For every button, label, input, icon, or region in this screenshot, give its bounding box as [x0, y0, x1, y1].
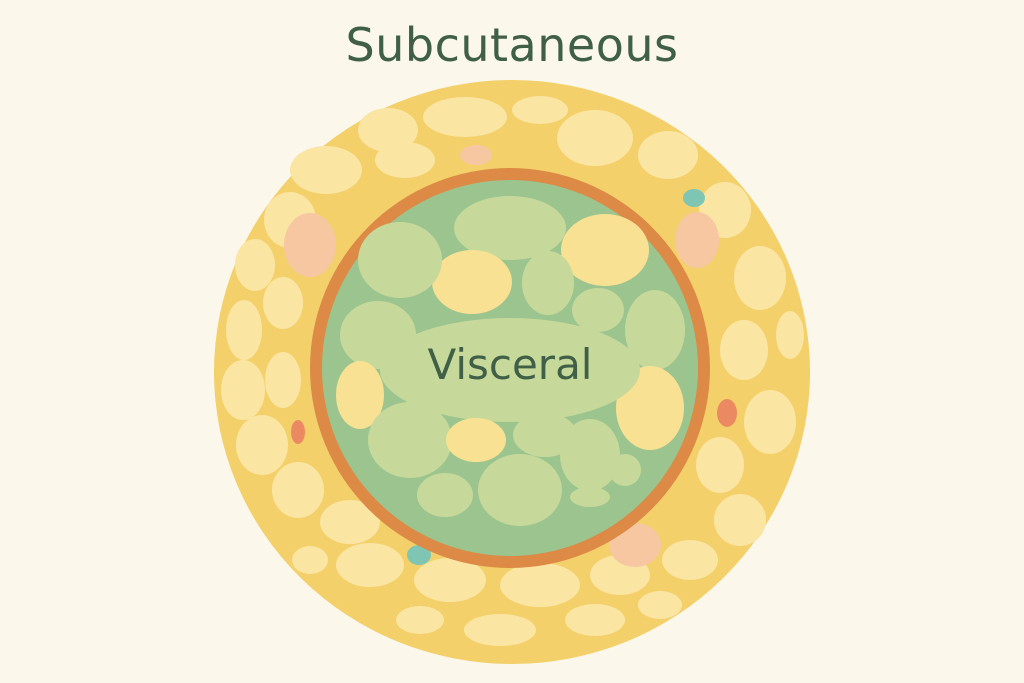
- accent-cell: [291, 420, 305, 444]
- subcutaneous-cells: [221, 96, 804, 646]
- visceral-cells: [336, 196, 685, 526]
- accent-cell: [460, 145, 492, 165]
- accent-cell: [407, 545, 431, 565]
- subcutaneous-label: Subcutaneous: [345, 18, 679, 72]
- accent-cell: [284, 213, 336, 277]
- accent-cell: [717, 399, 737, 427]
- accent-cell: [609, 523, 661, 567]
- visceral-label: Visceral: [427, 340, 593, 389]
- accent-cell: [683, 189, 705, 207]
- accent-cell: [675, 212, 719, 268]
